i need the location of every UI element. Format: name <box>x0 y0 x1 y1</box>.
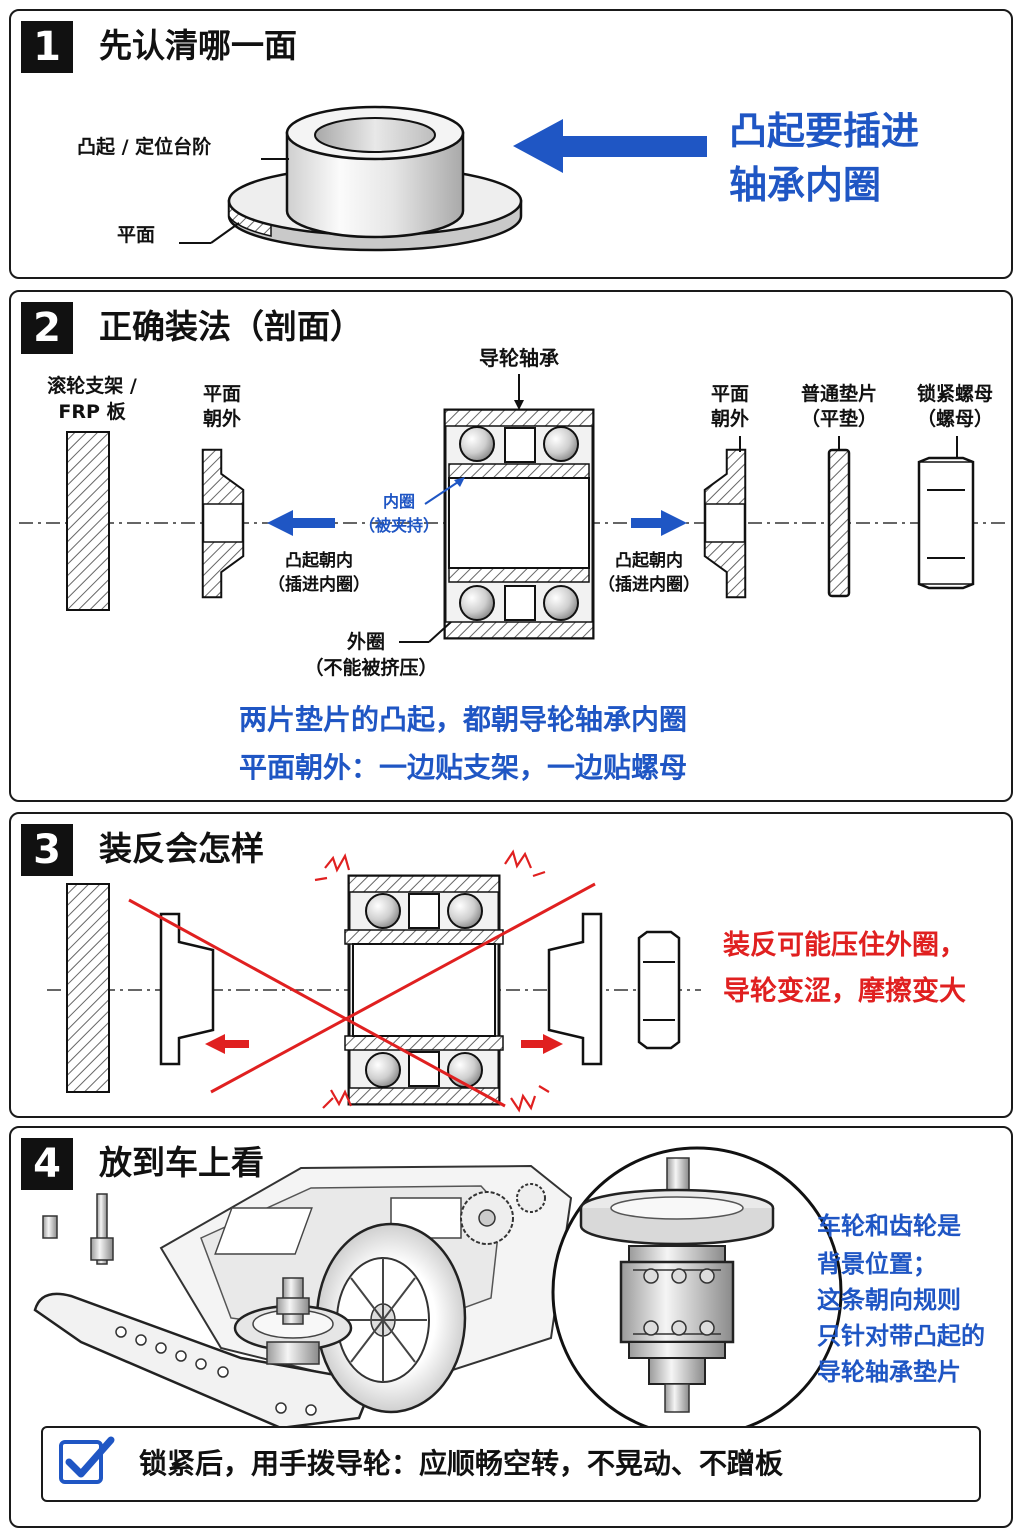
label-outer-race-2: （不能被挤压） <box>304 657 438 679</box>
note-line-4: 只针对带凸起的 <box>817 1322 985 1350</box>
label-plain-washer-1: 普通垫片 <box>800 383 877 405</box>
label-bearing-title: 导轮轴承 <box>479 346 559 370</box>
step-number-4: 4 <box>21 1138 73 1190</box>
cross-section-assembly-diagram <box>19 374 1006 643</box>
note-line-5: 导轮轴承垫片 <box>817 1358 961 1386</box>
panel-on-car: 4 放到车上看 <box>9 1126 1013 1528</box>
callout-insert-inner-race-2: 轴承内圈 <box>729 163 882 207</box>
final-check-text: 锁紧后，用手拨导轮：应顺畅空转，不晃动、不蹭板 <box>139 1447 784 1480</box>
label-flat-side: 平面 <box>117 224 156 246</box>
label-frame-plate-1: 滚轮支架 / <box>47 375 137 397</box>
label-lock-nut-2: （螺母） <box>916 408 993 430</box>
label-inner-race-1: 内圈 <box>382 492 415 511</box>
label-frame-plate-2: FRP 板 <box>58 401 126 423</box>
label-right-flat-out-2: 朝外 <box>710 408 749 430</box>
step-number-2: 2 <box>21 302 73 354</box>
label-outer-race-1: 外圈 <box>346 631 385 653</box>
panel-identify-side: 1 先认清哪一面 <box>9 9 1013 279</box>
car-chassis-illustration <box>33 1146 843 1438</box>
note-line-3: 这条朝向规则 <box>817 1286 961 1314</box>
label-boss-inward-right-2: （插进内圈） <box>598 575 700 595</box>
note-line-2: 背景位置； <box>817 1250 937 1278</box>
label-boss-inward-left-1: 凸起朝内 <box>285 551 353 571</box>
summary-line-2: 平面朝外：一边贴支架，一边贴螺母 <box>239 751 688 784</box>
reversed-assembly-diagram <box>47 849 701 1113</box>
panel-correct-install: 2 正确装法（剖面） <box>9 290 1013 802</box>
step-title-2: 正确装法（剖面） <box>99 307 363 346</box>
final-check-bar: 锁紧后，用手拨导轮：应顺畅空转，不晃动、不蹭板 <box>41 1426 981 1502</box>
label-lock-nut-1: 锁紧螺母 <box>916 383 993 405</box>
step-title-3: 装反会怎样 <box>99 829 264 868</box>
summary-line-1: 两片垫片的凸起，都朝导轮轴承内圈 <box>239 703 688 736</box>
checkbox-checked-icon <box>59 1436 115 1484</box>
step-title-1: 先认清哪一面 <box>99 26 297 65</box>
warning-line-1: 装反可能压住外圈， <box>723 930 966 961</box>
label-left-flat-out-1: 平面 <box>202 383 241 405</box>
label-boss-inward-left-2: （插进内圈） <box>268 575 370 595</box>
panel-wrong-install: 3 装反会怎样 <box>9 812 1013 1118</box>
step-title-4: 放到车上看 <box>99 1143 264 1182</box>
note-line-1: 车轮和齿轮是 <box>817 1212 961 1240</box>
label-left-flat-out-2: 朝外 <box>202 408 241 430</box>
step-number-3: 3 <box>21 824 73 876</box>
step-number-1: 1 <box>21 21 73 73</box>
label-boss-step: 凸起 / 定位台阶 <box>77 136 212 158</box>
label-plain-washer-2: （平垫） <box>800 408 877 430</box>
label-right-flat-out-1: 平面 <box>710 383 749 405</box>
label-boss-inward-right-1: 凸起朝内 <box>615 551 683 571</box>
warning-line-2: 导轮变涩，摩擦变大 <box>723 976 966 1007</box>
label-inner-race-2: （被夹持） <box>359 516 440 535</box>
callout-insert-inner-race-1: 凸起要插进 <box>729 109 920 153</box>
flanged-washer-3d-illustration <box>179 105 707 252</box>
